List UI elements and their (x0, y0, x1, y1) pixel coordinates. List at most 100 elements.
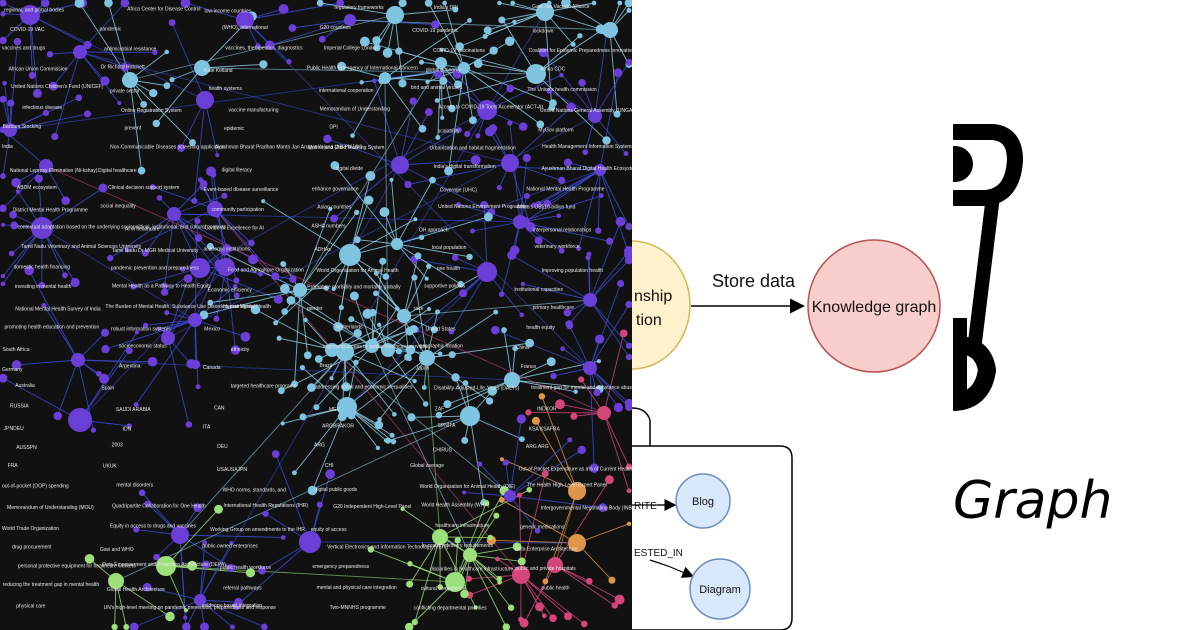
graph-node-label: World Organisation for Animal Health (316, 268, 398, 274)
graph-node-label: Imperial College London (324, 46, 378, 52)
graph-node-hub (71, 353, 85, 367)
graph-node-label: Digital healthcare (98, 168, 137, 174)
graph-edge (387, 349, 427, 405)
blog-node-label: Blog (692, 496, 714, 508)
graph-node-leaf (215, 153, 220, 158)
graph-node-hub (583, 293, 597, 307)
graph-node-leaf (452, 69, 462, 79)
graph-node-label: United Nations Children's Fund (UNICEF) (11, 84, 104, 90)
graph-edge (414, 259, 488, 273)
graph-edge (236, 541, 311, 607)
graph-node-leaf (501, 327, 507, 333)
graph-node-leaf (303, 351, 312, 360)
graph-node-label: public-owned enterprises (202, 544, 258, 550)
graph-node-label: infectious disease (22, 105, 62, 111)
graph-node-leaf (229, 540, 234, 546)
graph-node-leaf (271, 450, 280, 458)
graph-node-leaf (331, 286, 336, 292)
graph-node-hub (122, 72, 138, 88)
graph-node-leaf (183, 615, 188, 620)
graph-node-label: evidence-based integration (202, 603, 262, 609)
graph-edge (284, 288, 373, 347)
graph-node-leaf (510, 0, 516, 6)
graph-node-leaf (233, 292, 240, 299)
graph-node-leaf (434, 98, 440, 103)
graph-node-leaf (424, 0, 433, 7)
graph-node-leaf (405, 622, 414, 630)
graph-node-leaf (374, 420, 384, 430)
graph-edge (543, 52, 596, 117)
graph-node-leaf (348, 316, 355, 323)
graph-node-leaf (519, 618, 529, 628)
graph-edge (173, 213, 199, 266)
graph-edge (520, 574, 585, 625)
graph-node-leaf (111, 623, 118, 630)
graph-node-leaf (142, 582, 152, 592)
graph-edge (408, 581, 456, 628)
graph-node-leaf (160, 288, 169, 296)
graph-edge (349, 218, 416, 256)
graph-node-label: CHIRUS (433, 447, 453, 453)
graph-node-leaf (411, 618, 418, 626)
graph-node-label: bird and animal viruses (411, 85, 463, 91)
graph-node-label: United States (425, 327, 456, 333)
graph-edge (52, 51, 81, 87)
graph-edge (349, 254, 406, 316)
graph-edge (173, 213, 521, 223)
graph-node-leaf (9, 210, 17, 219)
graph-edge (559, 403, 605, 414)
graph-edge (509, 495, 603, 509)
graph-edge (599, 169, 630, 255)
graph-edge (9, 41, 18, 131)
graph-edge (509, 495, 538, 532)
graph-node-leaf (359, 36, 370, 47)
graph-node-leaf (0, 222, 6, 227)
graph-node-leaf (542, 578, 549, 585)
graph-node-leaf (556, 213, 561, 219)
graph-node-leaf (430, 325, 438, 334)
graph-edge (316, 345, 373, 408)
graph-node-label: Disability-Adjusted-Life-Years (DALYs) (434, 385, 519, 391)
graph-node-leaf (182, 622, 191, 630)
graph-node-label: The Union's health commission (527, 87, 597, 93)
graph-node-leaf (333, 321, 343, 332)
graph-node-leaf (493, 512, 500, 519)
graph-node-leaf (625, 223, 632, 231)
diagram-node-label: Diagram (699, 584, 741, 596)
graph-edge (327, 138, 401, 166)
graph-edge (371, 308, 430, 347)
graph-node-label: USAUSAJPN (217, 467, 247, 473)
graph-edge (569, 325, 591, 369)
graph-node-leaf (577, 445, 586, 455)
graph-node-leaf (448, 351, 456, 359)
graph-node-hub (190, 258, 210, 278)
graph-node-leaf (234, 597, 243, 607)
graph-edge (391, 179, 398, 245)
graph-node-label: reducing the treatment gap in mental hea… (3, 582, 100, 588)
graph-edge (399, 129, 460, 166)
graph-node-label: Public Health Emergency of International… (307, 66, 418, 72)
graph-node-label: DEU (217, 444, 228, 450)
graph-node-label: World Organisation for Animal Health (OI… (420, 484, 516, 490)
graph-node-leaf (280, 535, 286, 540)
graph-edge (384, 77, 444, 82)
graph-node-leaf (152, 119, 160, 128)
graph-node-hub (526, 64, 546, 84)
graph-edge (447, 379, 513, 405)
graph-edge (426, 342, 530, 359)
graph-node-leaf (316, 0, 324, 7)
graph-node-leaf (365, 171, 376, 181)
graph-node-hub (336, 343, 354, 361)
graph-node-label: G20 countries (320, 25, 352, 31)
graph-node-label: KSA KSAFRA (529, 427, 561, 433)
graph-node-leaf (286, 296, 296, 305)
graph-node-leaf (455, 42, 464, 51)
graph-node-leaf (398, 0, 407, 8)
graph-node-leaf (558, 247, 565, 254)
graph-node-leaf (124, 247, 130, 253)
graph-edge (436, 73, 537, 101)
graph-edge (403, 266, 430, 317)
graph-node-leaf (180, 0, 191, 8)
graph-edge (459, 11, 546, 47)
graph-node-leaf (185, 421, 193, 428)
